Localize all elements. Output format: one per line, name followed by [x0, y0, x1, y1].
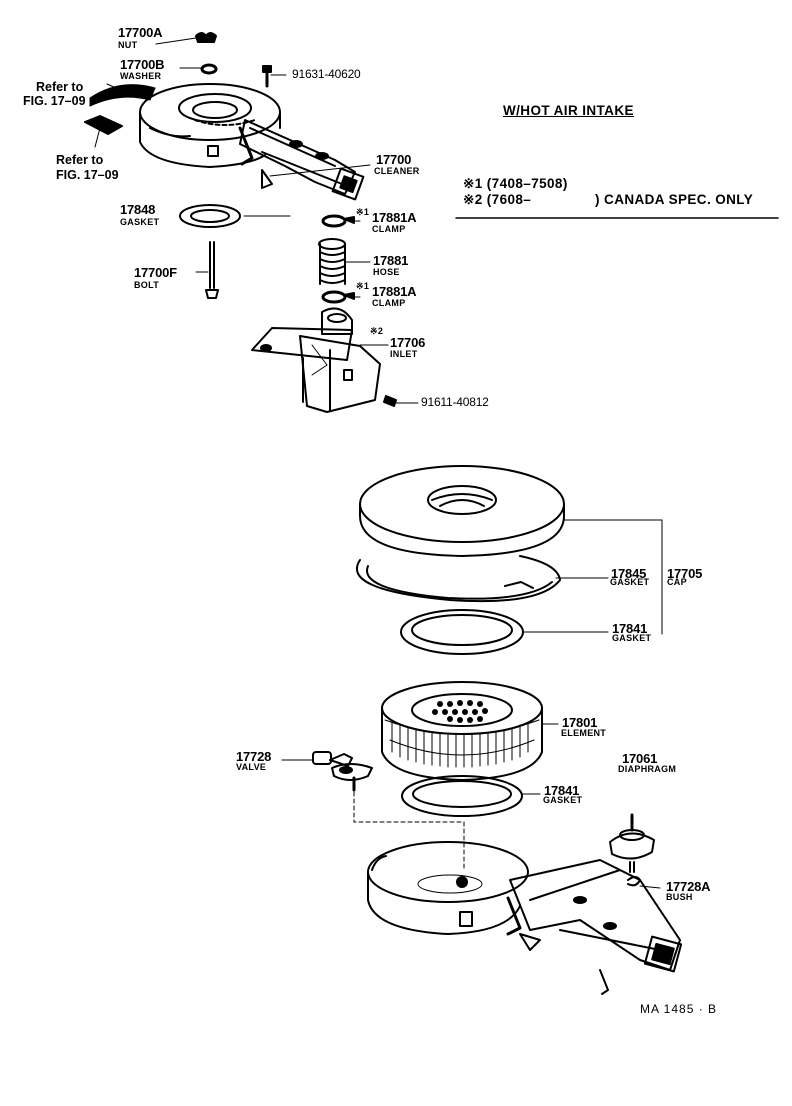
screw-bottom-drawing — [383, 395, 419, 407]
leader-lines-bottom — [281, 519, 663, 889]
gasket-17841-top-drawing — [400, 609, 524, 655]
part-17881a-bottom-number: 17881A — [372, 284, 417, 299]
header-note-2a: ※2 (7608– — [463, 192, 532, 207]
wing-nut-drawing — [195, 32, 217, 43]
part-17706-name: INLET — [390, 349, 418, 359]
leader-lines-top — [94, 37, 389, 346]
header-note-1: ※1 (7408–7508) — [463, 176, 568, 191]
refer-to-label-1: Refer to — [36, 80, 84, 94]
part-17801-name: ELEMENT — [561, 728, 607, 738]
gasket-17848-drawing — [179, 204, 241, 228]
part-91631-number: 91631-40620 — [292, 67, 361, 81]
part-17700b-name: WASHER — [120, 71, 162, 81]
valve-guide-dashed-line — [353, 791, 465, 871]
part-17705-name: CAP — [667, 577, 687, 587]
part-17801-number: 17801 — [562, 715, 598, 730]
part-17841-top-name: GASKET — [612, 633, 652, 643]
part-17881a-top-name: CLAMP — [372, 224, 406, 234]
part-17881-number: 17881 — [373, 253, 409, 268]
gasket-17841-bottom-drawing — [401, 775, 523, 817]
part-17700-name: CLEANER — [374, 166, 420, 176]
fig-ref-label-1: FIG. 17–09 — [23, 94, 86, 108]
figure-code: MA 1485 · B — [640, 1002, 718, 1016]
part-17705-number: 17705 — [667, 566, 703, 581]
case-drawing — [367, 841, 683, 995]
washer-drawing — [200, 63, 218, 75]
star1-mark-bottom: ※1 — [356, 281, 370, 291]
cap-drawing — [359, 465, 565, 557]
part-17700a-number: 17700A — [118, 25, 163, 40]
fig-ref-label-2: FIG. 17–09 — [56, 168, 119, 182]
part-17728-number: 17728 — [236, 749, 272, 764]
part-17841-bottom-number: 17841 — [544, 783, 580, 798]
hose-drawing — [318, 238, 346, 285]
part-17845-name: GASKET — [610, 577, 650, 587]
part-17848-number: 17848 — [120, 202, 156, 217]
element-drawing — [381, 681, 543, 781]
part-17845-number: 17845 — [611, 566, 647, 581]
part-17061-number: 17061 — [622, 751, 658, 766]
refer-to-label-2: Refer to — [56, 153, 104, 167]
part-17700-number: 17700 — [376, 152, 412, 167]
header-title: W/HOT AIR INTAKE — [503, 103, 634, 118]
part-17881a-bottom-name: CLAMP — [372, 298, 406, 308]
diaphragm-drawing — [609, 813, 655, 887]
part-17700f-name: BOLT — [134, 280, 160, 290]
header-note-2b: ) CANADA SPEC. ONLY — [595, 192, 754, 207]
star1-mark-top: ※1 — [356, 207, 370, 217]
inlet-drawing — [251, 307, 381, 413]
part-91611-number: 91611-40812 — [421, 395, 489, 409]
part-17706-number: 17706 — [390, 335, 426, 350]
part-17841-top-number: 17841 — [612, 621, 648, 636]
part-17700b-number: 17700B — [120, 57, 165, 72]
valve-drawing — [312, 751, 373, 792]
part-17848-name: GASKET — [120, 217, 160, 227]
bracket-plate-drawing — [84, 115, 123, 135]
part-17728a-number: 17728A — [666, 879, 711, 894]
part-17700a-name: NUT — [118, 40, 138, 50]
part-17728a-name: BUSH — [666, 892, 693, 902]
part-17881a-top-number: 17881A — [372, 210, 417, 225]
part-17728-name: VALVE — [236, 762, 267, 772]
cleaner-drawing — [89, 83, 365, 201]
part-17700f-number: 17700F — [134, 265, 177, 280]
part-17061-name: DIAPHRAGM — [618, 764, 677, 774]
gasket-17845-drawing — [355, 555, 561, 603]
part-17841-bottom-name: GASKET — [543, 795, 583, 805]
star2-mark: ※2 — [370, 326, 384, 336]
bolt-drawing — [205, 241, 219, 299]
screw-top-drawing — [262, 65, 287, 88]
part-17881-name: HOSE — [373, 267, 400, 277]
